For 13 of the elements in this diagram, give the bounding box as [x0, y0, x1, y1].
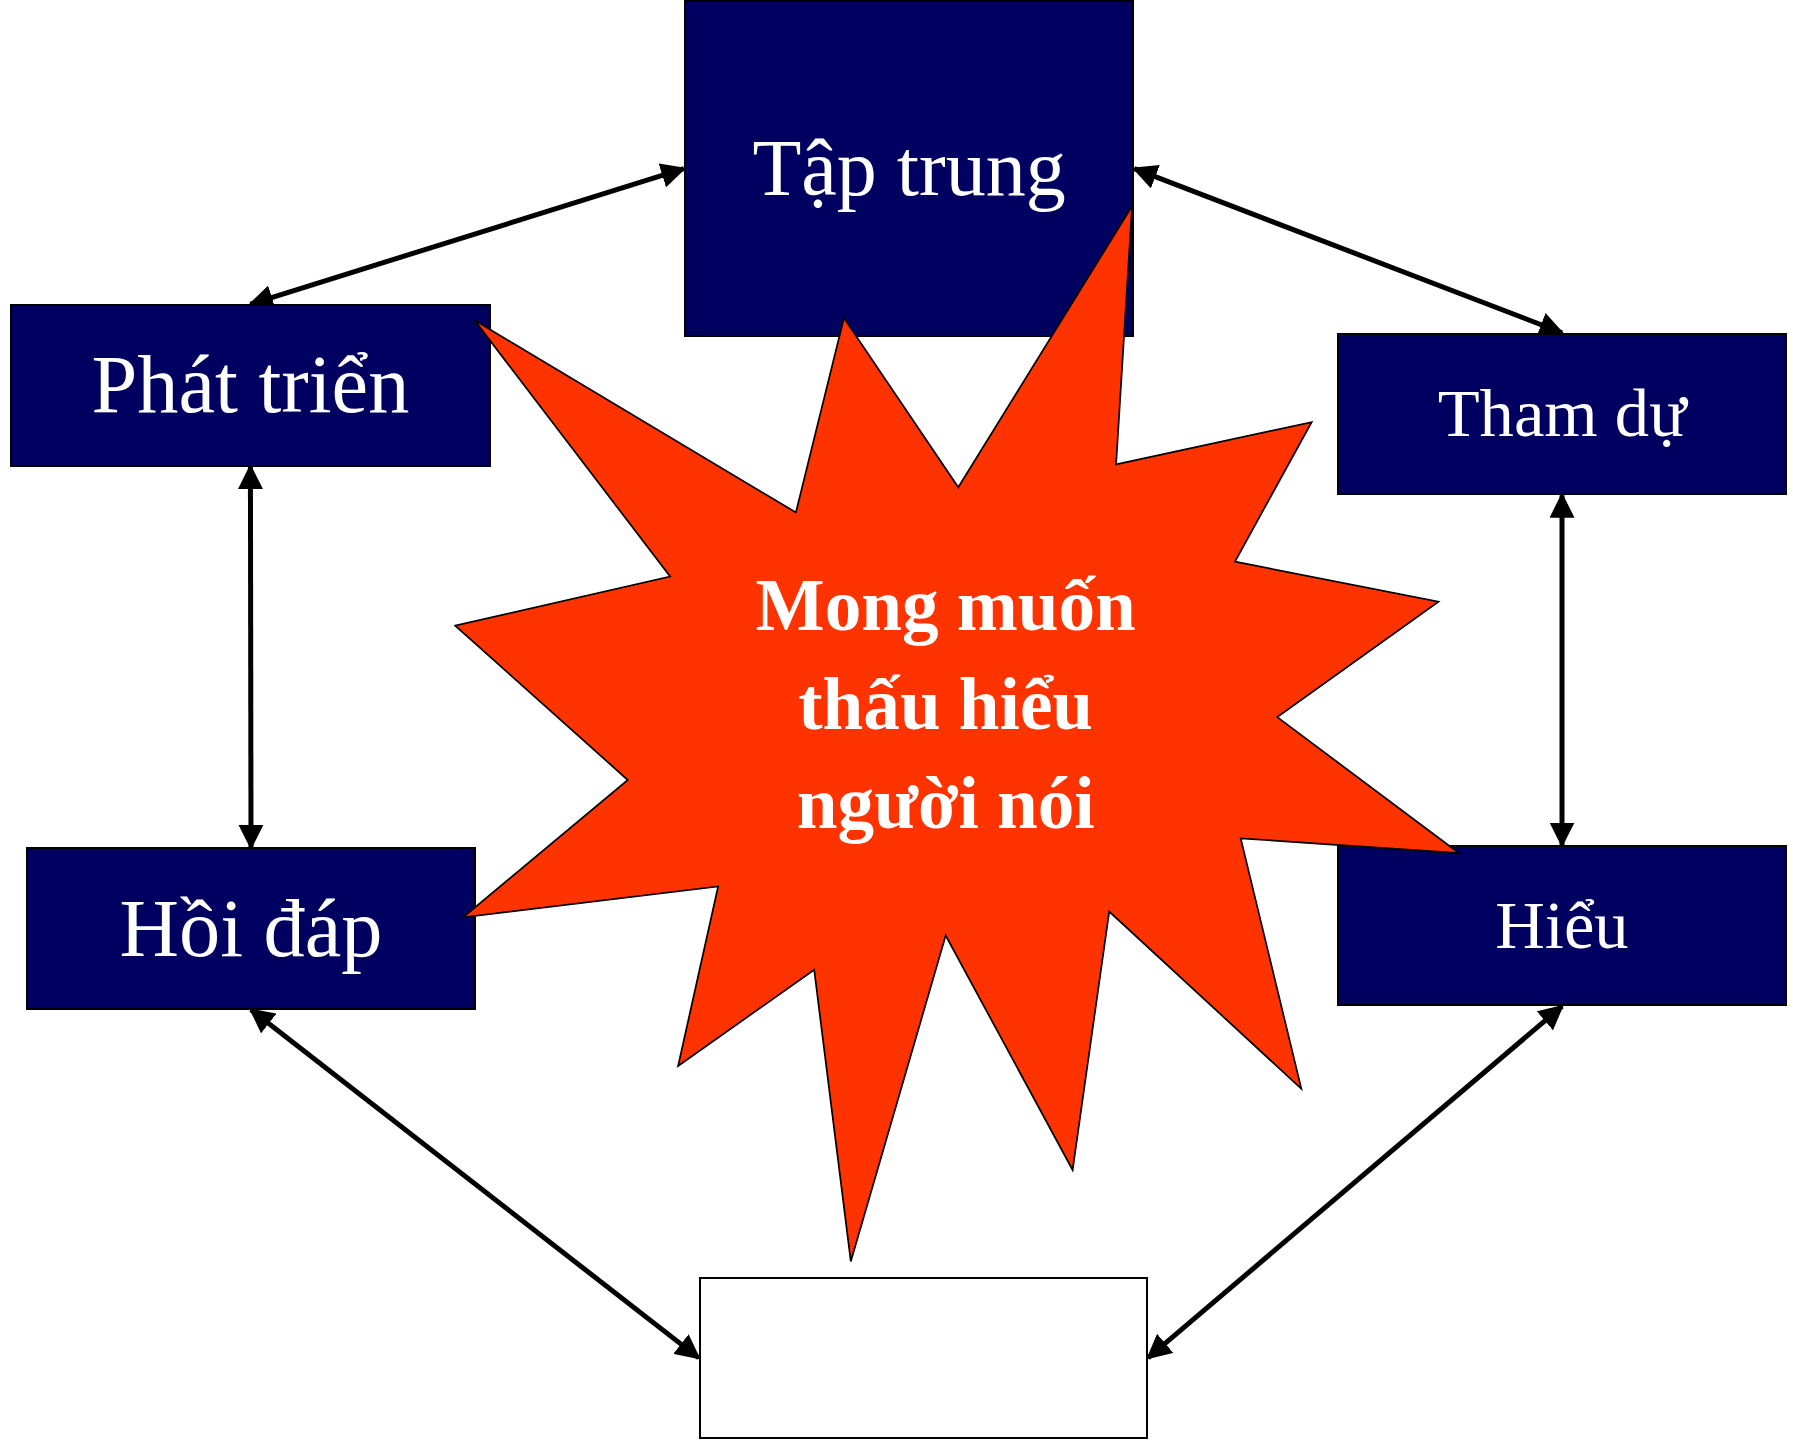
process-box — [1336, 332, 1788, 496]
process-box — [26, 847, 476, 1010]
empty-box — [698, 1277, 1149, 1439]
process-box — [10, 304, 491, 467]
double-arrow — [237, 464, 264, 850]
box-label: Tham dự — [1437, 374, 1687, 454]
box-label: Hồi đáp — [119, 881, 383, 976]
process-box — [683, 0, 1135, 338]
box-label: Tập trung — [752, 123, 1066, 215]
box-label: Hiểu — [1495, 886, 1629, 966]
process-box — [1336, 845, 1788, 1007]
starburst-label: Mong muốn thấu hiểu người nói — [754, 564, 1137, 846]
box-label: Phát triển — [91, 338, 410, 433]
